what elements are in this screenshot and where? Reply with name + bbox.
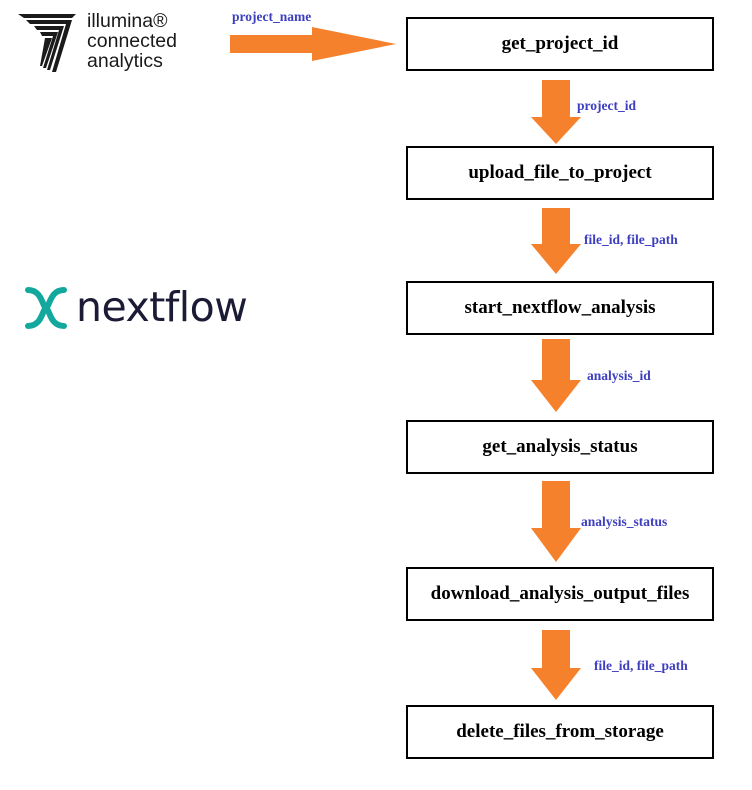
illumina-logo-text: illumina® connected analytics: [87, 10, 177, 72]
down-arrow-4: [531, 481, 581, 562]
step-start-nextflow-analysis: start_nextflow_analysis: [406, 281, 714, 335]
illumina-mark-icon: [18, 14, 76, 72]
edge-label-file-id-file-path-2: file_id, file_path: [594, 658, 688, 673]
edge-label-project-id: project_id: [577, 98, 636, 113]
step-upload-file-to-project: upload_file_to_project: [406, 146, 714, 200]
nextflow-logo-text: nextflow: [76, 283, 248, 331]
down-arrow-5: [531, 630, 581, 700]
nextflow-mark-icon: [25, 287, 67, 329]
step-download-analysis-output-files: download_analysis_output_files: [406, 567, 714, 621]
down-arrow-2: [531, 208, 581, 274]
edge-label-analysis-status: analysis_status: [581, 514, 668, 529]
illumina-connected-analytics-logo: illumina® connected analytics: [16, 10, 216, 74]
nextflow-logo: nextflow: [24, 282, 274, 338]
step-get-analysis-status: get_analysis_status: [406, 420, 714, 474]
down-arrow-3: [531, 339, 581, 412]
down-arrow-1: [531, 80, 581, 144]
input-arrow: [230, 27, 396, 61]
edge-label-file-id-file-path-1: file_id, file_path: [584, 232, 678, 247]
input-label-project-name: project_name: [232, 9, 312, 24]
step-delete-files-from-storage: delete_files_from_storage: [406, 705, 714, 759]
step-get-project-id: get_project_id: [406, 17, 714, 71]
edge-label-analysis-id: analysis_id: [587, 368, 651, 383]
